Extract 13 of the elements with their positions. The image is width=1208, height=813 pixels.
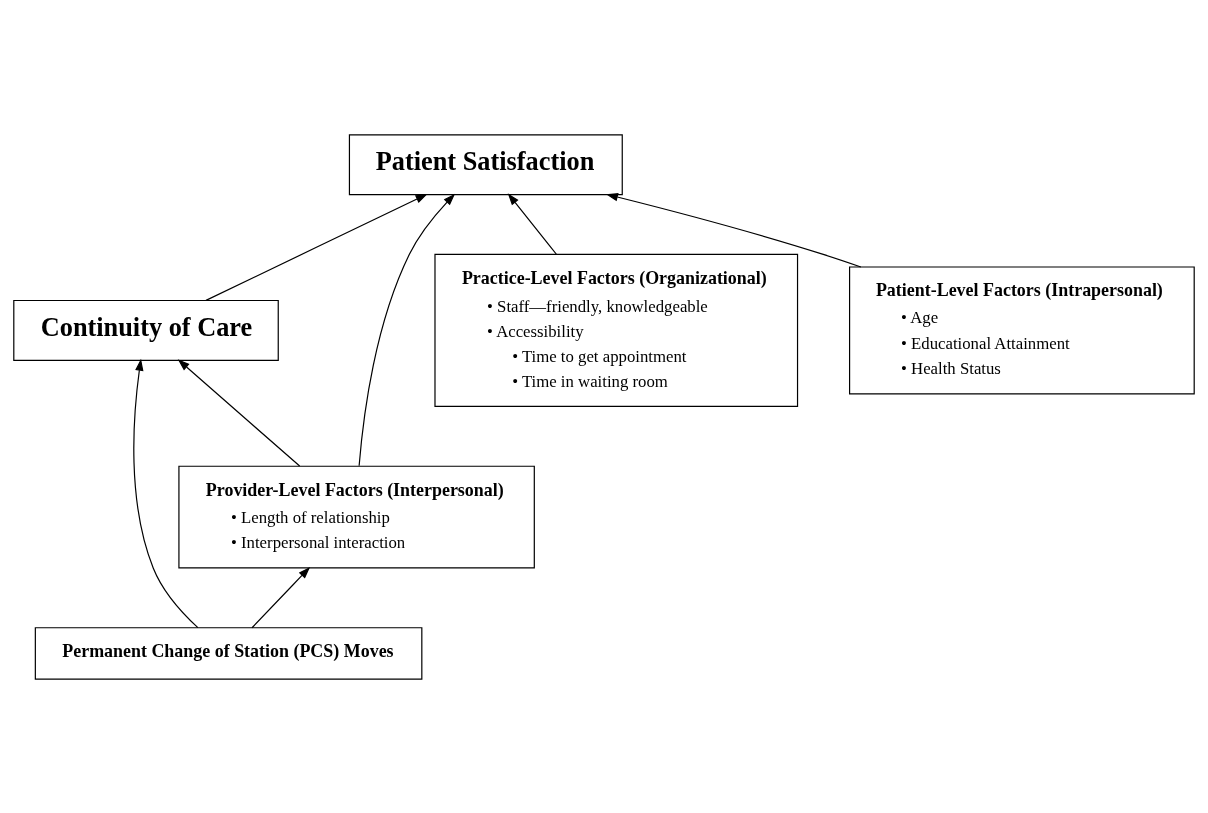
arrow xyxy=(358,193,456,466)
node-box: Practice-Level Factors (Organizational) • Staff—friendly, knowledgeable • Accessibility • Time to get appointment • Time in waiting room xyxy=(434,253,799,407)
arrow xyxy=(177,358,301,467)
node-box: Permanent Change of Station (PCS) Moves xyxy=(34,626,423,680)
node-box: Patient Satisfaction xyxy=(348,133,623,195)
node-box: Patient-Level Factors (Intrapersonal) • Age • Educational Attainment • Health Status xyxy=(849,265,1195,394)
arrow xyxy=(507,192,557,255)
arrow xyxy=(133,358,199,628)
node-box: Provider-Level Factors (Interpersonal) • Length of relationship • Interpersonal interaction xyxy=(178,465,535,569)
arrow xyxy=(205,193,428,301)
arrow xyxy=(606,192,862,268)
arrow xyxy=(251,566,311,628)
node-box: Continuity of Care xyxy=(13,299,279,361)
